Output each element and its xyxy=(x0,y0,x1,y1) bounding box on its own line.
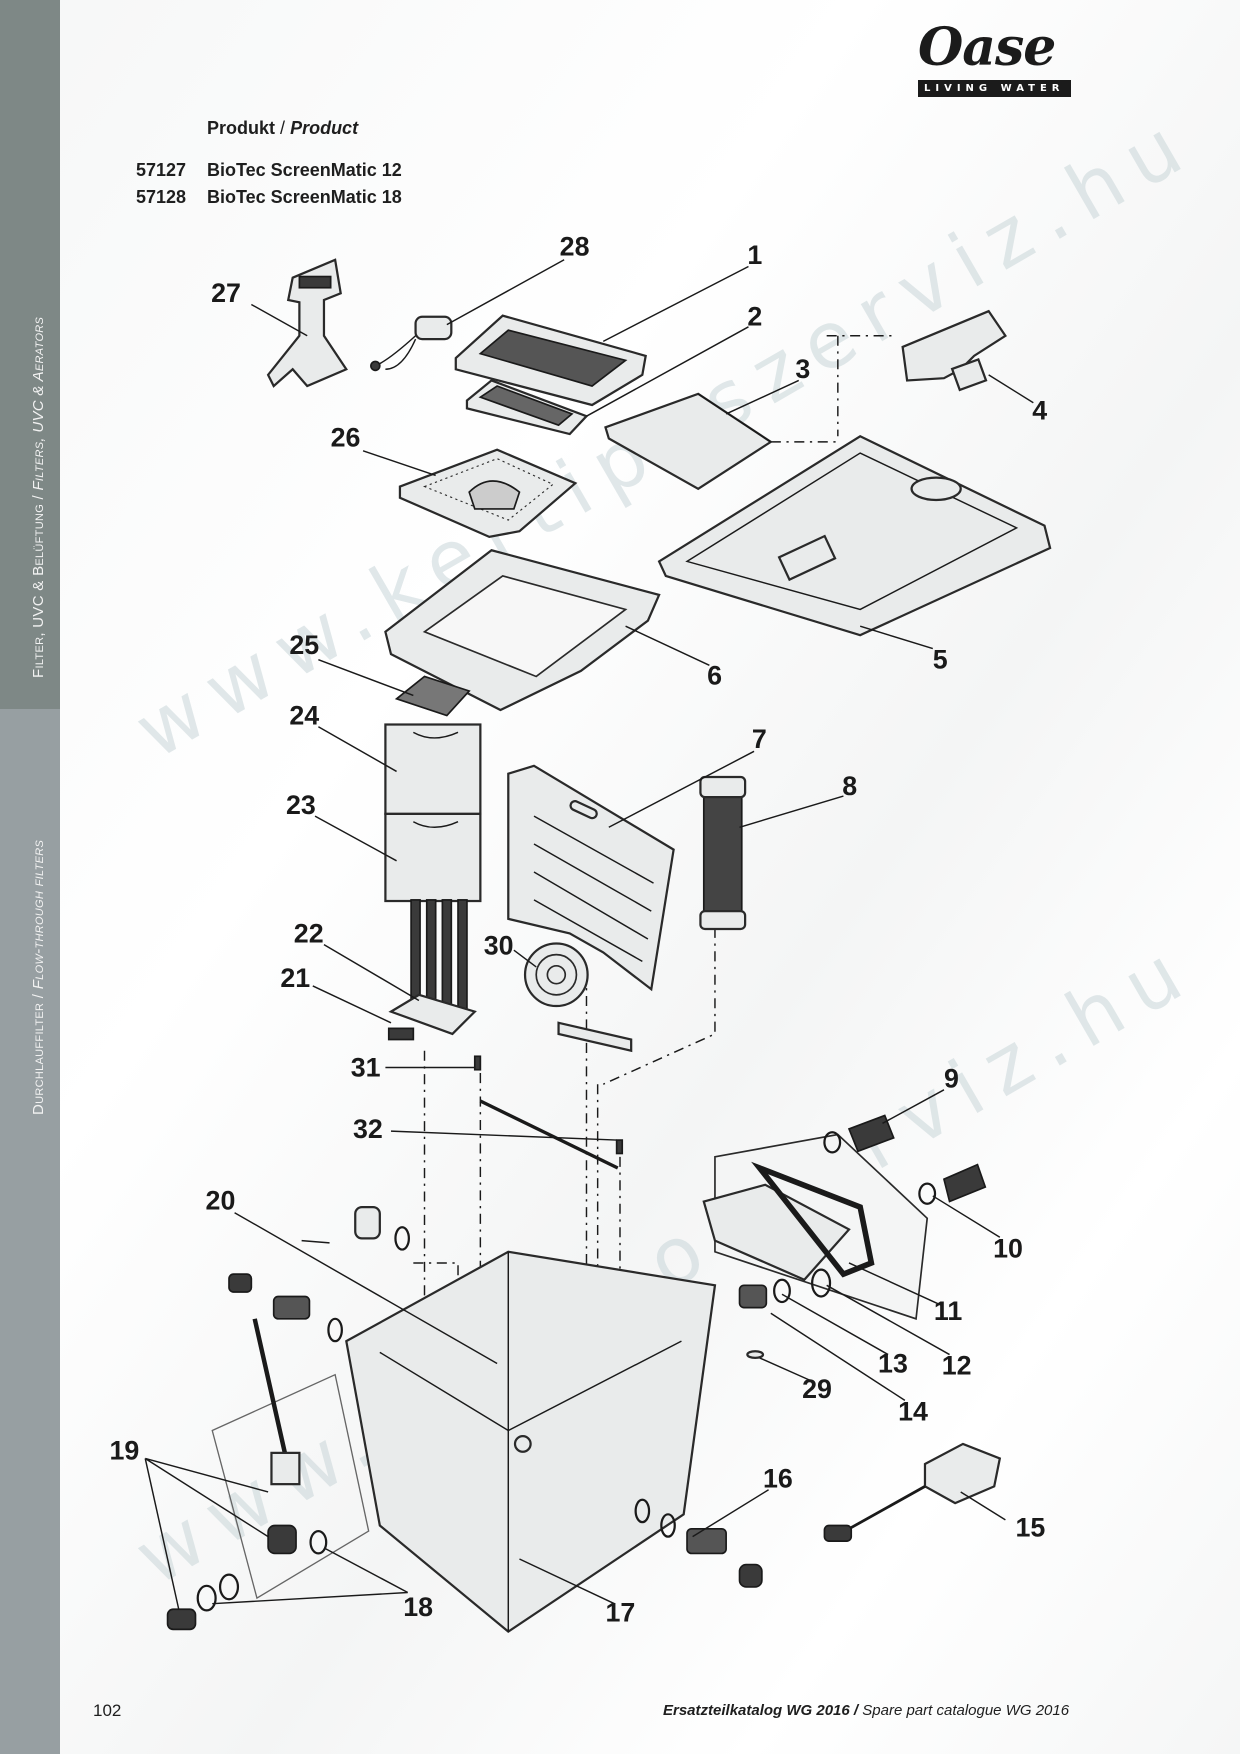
callout-2: 2 xyxy=(747,302,762,332)
callout-22: 22 xyxy=(294,918,324,948)
leader-lines xyxy=(144,259,1034,1610)
callout-29: 29 xyxy=(802,1374,832,1404)
callout-17: 17 xyxy=(605,1598,635,1628)
callout-16: 16 xyxy=(763,1464,793,1494)
page-number: 102 xyxy=(93,1701,122,1720)
callout-26: 26 xyxy=(331,422,361,452)
product-name: BioTec ScreenMatic 18 xyxy=(207,187,402,207)
part-26-basket xyxy=(398,448,578,538)
product-row: 57128 BioTec ScreenMatic 18 xyxy=(136,187,402,208)
part-32-rod xyxy=(479,1099,624,1170)
part-12-seal xyxy=(811,1268,832,1298)
part-6-frame xyxy=(384,549,661,712)
callout-24: 24 xyxy=(289,701,319,731)
callout-27: 27 xyxy=(211,278,241,308)
callout-14: 14 xyxy=(898,1396,928,1426)
catalog-title-de: Ersatzteilkatalog WG 2016 xyxy=(663,1702,850,1719)
callout-31: 31 xyxy=(351,1052,381,1082)
callout-21: 21 xyxy=(280,963,310,993)
part-20-fitting xyxy=(228,1205,410,1343)
callout-20: 20 xyxy=(206,1185,236,1215)
callout-13: 13 xyxy=(878,1348,908,1378)
part-9-hose-connector xyxy=(823,1114,895,1154)
callout-15: 15 xyxy=(1015,1513,1045,1543)
part-5-lid xyxy=(657,435,1052,637)
part-13-fitting xyxy=(738,1278,791,1309)
callout-30: 30 xyxy=(484,931,514,961)
logo-tagline: LIVING WATER xyxy=(918,80,1071,97)
part-31-pin xyxy=(473,1055,482,1071)
callout-5: 5 xyxy=(933,645,948,675)
part-8-uvc-tube xyxy=(699,775,747,931)
callout-9: 9 xyxy=(944,1064,959,1094)
part-4-bracket xyxy=(901,309,1007,392)
heading-en: Product xyxy=(290,118,359,138)
callout-19: 19 xyxy=(109,1436,139,1466)
part-10-hose-connector xyxy=(918,1163,987,1205)
part-7-panel xyxy=(507,764,675,992)
part-18-seals xyxy=(196,1529,328,1612)
part-28-valve xyxy=(370,315,453,372)
part-3-filter-pad xyxy=(604,392,773,491)
part-29-screw xyxy=(746,1350,765,1360)
catalog-title-en: Spare part catalogue WG 2016 xyxy=(862,1702,1070,1719)
callout-10: 10 xyxy=(993,1233,1023,1263)
product-heading: Produkt / Product xyxy=(207,118,358,139)
callout-25: 25 xyxy=(289,630,319,660)
callout-18: 18 xyxy=(403,1592,433,1622)
part-17-filter-housing xyxy=(345,1250,717,1634)
footer-catalog-title: Ersatzteilkatalog WG 2016 / Spare part c… xyxy=(663,1702,1069,1719)
part-1-screen-tray xyxy=(454,314,647,407)
callout-23: 23 xyxy=(286,790,316,820)
callout-12: 12 xyxy=(942,1351,972,1381)
callout-labels: 1 2 3 4 5 6 7 8 9 10 11 12 13 14 15 16 1… xyxy=(109,231,1047,1627)
heading-de: Produkt xyxy=(207,118,276,138)
callout-8: 8 xyxy=(842,771,857,801)
callout-4: 4 xyxy=(1032,396,1047,426)
part-11-motor-unit xyxy=(702,1133,929,1320)
oase-logo: Oase LIVING WATER xyxy=(918,20,1078,97)
part-19-cleaning-set xyxy=(166,1318,370,1631)
part-25-clip xyxy=(394,675,471,717)
sidebar-section-filters xyxy=(0,0,60,709)
callout-32: 32 xyxy=(353,1114,383,1144)
product-row: 57127 BioTec ScreenMatic 12 xyxy=(136,160,402,181)
part-24-filter-box xyxy=(384,723,482,815)
callout-1: 1 xyxy=(747,240,762,270)
product-name: BioTec ScreenMatic 12 xyxy=(207,160,402,180)
product-code: 57127 xyxy=(136,160,187,180)
callout-11: 11 xyxy=(934,1296,962,1326)
part-23-filter-box xyxy=(384,812,482,903)
part-27-handle xyxy=(266,258,348,388)
separator: / xyxy=(280,118,286,138)
separator: / xyxy=(853,1702,859,1719)
logo-word: Oase xyxy=(918,17,1056,78)
sidebar-section-flow-through xyxy=(0,709,60,1754)
part-15-power-supply xyxy=(823,1442,1002,1542)
part-30-coil xyxy=(523,942,633,1053)
part-2-tray-frame xyxy=(465,379,589,436)
product-code: 57128 xyxy=(136,187,187,207)
part-21-base-plate xyxy=(387,993,477,1041)
callout-28: 28 xyxy=(560,231,590,261)
callout-6: 6 xyxy=(707,660,722,690)
callout-3: 3 xyxy=(795,354,810,384)
callout-7: 7 xyxy=(752,724,767,754)
